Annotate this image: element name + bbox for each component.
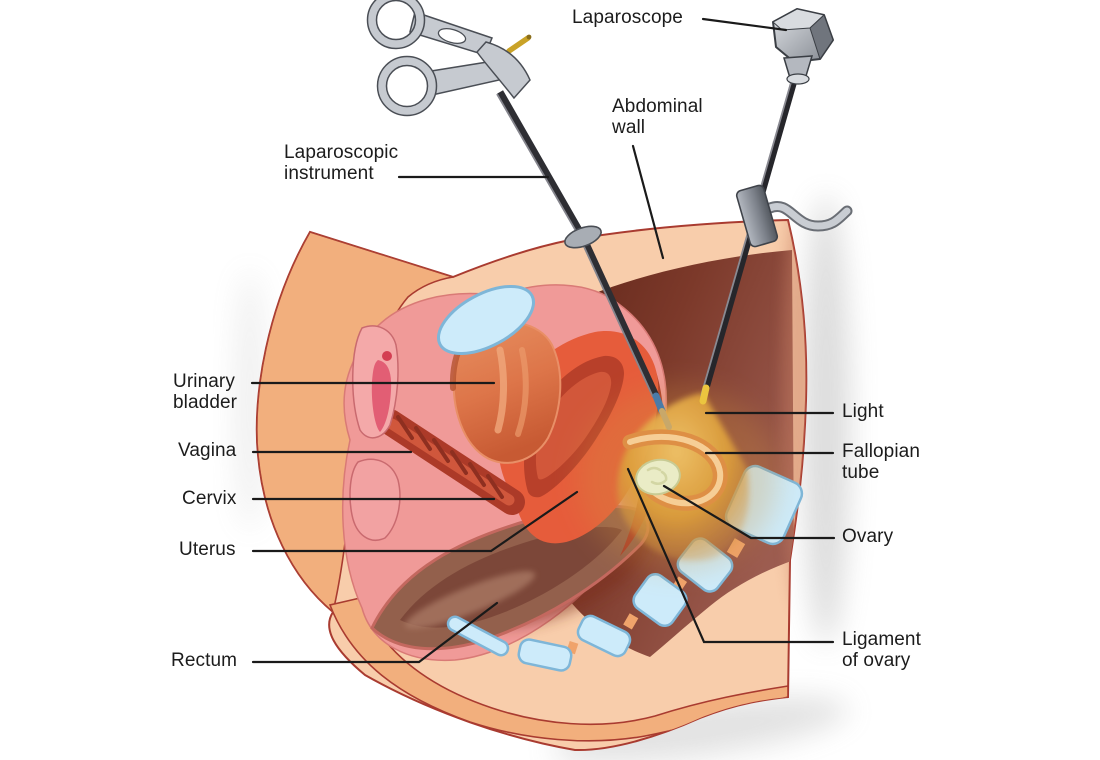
drop-shadows <box>236 195 850 760</box>
label-ligament-of-ovary: Ligament of ovary <box>842 629 921 671</box>
leader-abdominal-wall <box>631 144 665 260</box>
leader-rectum <box>251 601 499 664</box>
label-laparoscopic-instrument: Laparoscopic instrument <box>284 142 399 184</box>
leader-laparoscope <box>701 17 788 32</box>
leader-ligament-of-ovary <box>626 467 835 644</box>
label-rectum: Rectum <box>171 650 238 671</box>
pubic-bone <box>436 284 536 356</box>
label-fallopian-tube: Fallopian tube <box>842 441 921 483</box>
label-urinary-bladder: Urinary bladder <box>173 371 238 413</box>
vagina-canal <box>377 409 525 515</box>
label-abdominal-wall: Abdominal wall <box>612 96 703 138</box>
label-vagina: Vagina <box>178 440 237 461</box>
camera-head <box>772 8 834 85</box>
instrument-handle <box>366 0 532 117</box>
leader-ovary <box>662 484 836 540</box>
ovary-shape <box>635 458 681 496</box>
laparoscopic-instrument-tool <box>366 0 672 430</box>
leader-uterus <box>251 490 579 553</box>
body-bottom-tan-band <box>328 597 789 742</box>
label-light: Light <box>842 401 884 422</box>
leader-lines <box>250 17 836 664</box>
label-laparoscope: Laparoscope <box>572 7 683 28</box>
laparoscope-tool <box>699 8 853 405</box>
label-uterus: Uterus <box>179 539 236 560</box>
label-cervix: Cervix <box>182 488 237 509</box>
label-ovary: Ovary <box>842 526 894 547</box>
